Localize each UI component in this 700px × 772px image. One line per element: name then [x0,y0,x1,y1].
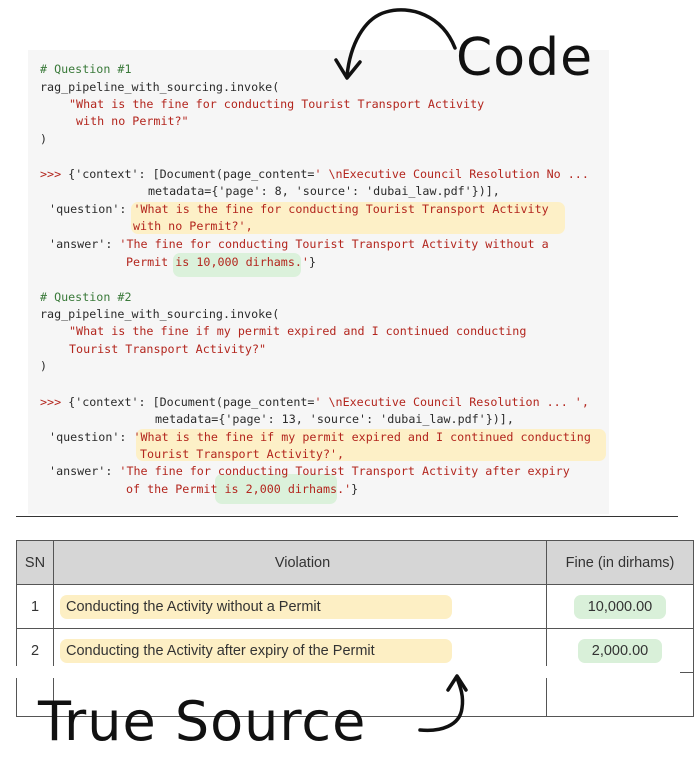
code-close-paren-q2: ) [40,359,48,373]
header-fine: Fine (in dirhams) [546,540,694,585]
highlight-answer-2 [215,474,337,504]
row-2-fine: 2,000.00 [577,638,663,663]
result-1-context-value: ' \nExecutive Council Resolution No ... [314,167,589,181]
result-2-context-value: ' \nExecutive Council Resolution ... ', [314,395,589,409]
row-3-sn [16,672,54,717]
result-1-answer-value: 'The fine for conducting Tourist Transpo… [119,237,549,251]
highlight-question-2 [136,429,606,461]
result-1-answer-line-2: Permit is 10,000 dirhams.'} [126,254,316,271]
result-1-answer-value-2: Permit is 10,000 dirhams.' [126,255,309,269]
row-2-fine-cell: 2,000.00 [546,628,694,673]
row-2-violation-cell: Conducting the Activity after expiry of … [53,628,547,673]
annotation-source-label: True Source [38,690,367,753]
result-2-metadata: metadata={'page': 13, 'source': 'dubai_l… [155,412,514,426]
code-string-q1-line1: "What is the fine for conducting Tourist… [69,97,485,111]
result-1-context-key: {'context': [Document(page_content= [68,167,315,181]
result-2-answer-line-2: of the Permit is 2,000 dirhams.'} [126,481,358,498]
result-1-answer-key: 'answer': [42,237,120,251]
result-1-close: } [308,255,316,269]
code-invoke-q2: rag_pipeline_with_sourcing.invoke( [40,307,280,321]
table-row: 2 Conducting the Activity after expiry o… [16,628,694,673]
code-comment-q2: # Question #2 [40,290,132,304]
result-2-question-key: 'question': [42,430,134,444]
result-2-answer-line: 'answer': 'The fine for conducting Touri… [42,463,570,480]
section-divider [16,516,678,517]
table-row: 1 Conducting the Activity without a Perm… [16,584,694,629]
result-2-question-value-2: Tourist Transport Activity?', [140,447,345,461]
highlight-answer-1 [173,253,301,277]
row-3-fine [546,672,694,717]
table-cutoff [16,666,680,678]
highlight-question-1 [131,202,565,234]
row-1-sn: 1 [16,584,54,629]
annotation-code-label: Code [456,28,594,88]
annotation-arrow-code [334,8,457,80]
code-comment-q1: # Question #1 [40,62,132,76]
result-1-question-value-2: with no Permit?', [133,219,253,233]
result-1-question-value: 'What is the fine for conducting Tourist… [133,202,549,216]
result-1-question-line: 'question': 'What is the fine for conduc… [42,201,549,218]
result-2-answer-key: 'answer': [42,464,120,478]
result-2-question-value: 'What is the fine if my permit expired a… [133,430,591,444]
row-3-violation [53,672,547,717]
code-string-q2-line2: Tourist Transport Activity?" [69,342,267,356]
header-violation: Violation [53,540,547,585]
code-close-paren-q1: ) [40,132,48,146]
row-1-violation: Conducting the Activity without a Permit [60,594,452,619]
result-2-answer-value: 'The fine for conducting Tourist Transpo… [119,464,570,478]
header-sn: SN [16,540,54,585]
row-2-violation: Conducting the Activity after expiry of … [60,638,452,663]
result-2-answer-value-2: of the Permit is 2,000 dirhams.' [126,482,352,496]
result-prompt: >>> [40,167,69,181]
result-2-close: } [351,482,359,496]
result-2-question-line: 'question': 'What is the fine if my perm… [42,429,591,446]
code-invoke-q1: rag_pipeline_with_sourcing.invoke( [40,80,280,94]
result-2-context-line: >>> {'context': [Document(page_content='… [40,394,589,411]
result-1-context-line: >>> {'context': [Document(page_content='… [40,166,589,183]
row-2-sn: 2 [16,628,54,673]
source-fine-table: SN Violation Fine (in dirhams) 1 Conduct… [16,540,694,717]
table-header-row: SN Violation Fine (in dirhams) [16,540,694,585]
code-string-q2-line1: "What is the fine if my permit expired a… [69,324,527,338]
annotation-arrow-source [418,674,468,733]
row-1-fine: 10,000.00 [573,594,667,619]
result-prompt: >>> [40,395,69,409]
row-1-violation-cell: Conducting the Activity without a Permit [53,584,547,629]
result-2-context-key: {'context': [Document(page_content= [68,395,315,409]
result-1-question-key: 'question': [42,202,134,216]
result-1-answer-line: 'answer': 'The fine for conducting Touri… [42,236,549,253]
code-string-q1-line2: with no Permit?" [76,114,189,128]
result-1-metadata: metadata={'page': 8, 'source': 'dubai_la… [148,184,500,198]
row-1-fine-cell: 10,000.00 [546,584,694,629]
